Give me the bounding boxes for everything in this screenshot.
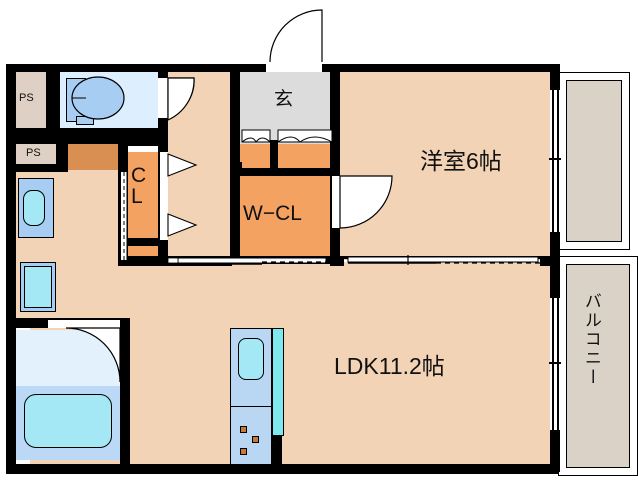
bathtub-fixture	[24, 394, 112, 448]
closet-cl-base	[128, 244, 158, 258]
wall-ldk-top-divider	[158, 256, 560, 259]
wall-toilet-right-bottom	[158, 118, 168, 138]
toilet-door-panel[interactable]	[160, 78, 170, 118]
wall-entry-left	[230, 64, 240, 170]
shoe-box-left	[240, 144, 272, 170]
wall-right-bedroom-lower	[550, 232, 560, 268]
wash-basin-bowl	[23, 190, 45, 226]
wall-shoebox-divider	[270, 140, 278, 170]
bedroom-window-alcove	[566, 80, 622, 242]
wall-right-bedroom-upper	[550, 64, 560, 90]
label-balcony: バルコニー	[581, 292, 601, 387]
wall-bedroom-left	[330, 64, 340, 264]
balcony-area	[566, 264, 630, 468]
entrance-door-panel[interactable]	[266, 62, 322, 72]
wall-cl-top	[118, 136, 168, 146]
closet-door-panel[interactable]	[160, 152, 168, 240]
wall-ps-lower-top	[16, 136, 168, 144]
wall-ps-lower-right	[56, 136, 68, 170]
ps-upper-shaft	[16, 70, 46, 128]
toilet-foot	[76, 116, 94, 125]
shoe-box-right	[276, 144, 334, 170]
closet-cl	[128, 152, 160, 240]
wall-toilet-left	[46, 64, 60, 136]
label-closet: C L	[131, 164, 147, 208]
kitchen-counter-strip	[272, 328, 284, 436]
balcony-window-mullion	[552, 298, 554, 430]
kitchen-divider-line	[230, 406, 272, 407]
wall-top-left	[14, 64, 266, 72]
label-ps-lower: PS	[26, 147, 41, 159]
wall-toilet-bottom	[16, 128, 168, 136]
stove-burner-3	[240, 448, 247, 455]
walkin-door-panel[interactable]	[332, 176, 340, 228]
balcony-window-mullion-2	[557, 298, 559, 430]
kitchen-counter-top	[68, 142, 120, 170]
balcony-window-handle	[549, 362, 561, 364]
wall-right-ldk-bottom	[550, 430, 560, 472]
wall-washroom-top	[16, 164, 68, 172]
wall-bottom-outer	[6, 464, 558, 474]
wall-bedroom-bottom-right	[540, 256, 560, 266]
closet-walk-in	[238, 176, 334, 256]
label-closet-c: C	[131, 164, 147, 187]
label-ldk: LDK11.2帖	[334, 353, 445, 379]
wall-right-ldk-top	[550, 262, 560, 298]
wall-bedroom-bottom-left	[330, 256, 344, 266]
stove-burner-1	[240, 426, 247, 433]
bedroom-window-mullion-2	[557, 90, 559, 232]
wall-left-outer	[6, 64, 16, 472]
washing-machine-inner	[24, 266, 52, 308]
wall-toilet-right-top	[158, 64, 168, 78]
bedroom-window-mullion	[552, 90, 554, 232]
label-ps-upper: PS	[19, 92, 34, 104]
label-entry: 玄	[274, 89, 294, 110]
wall-entry-bottom-left	[230, 162, 242, 170]
label-bedroom: 洋室6帖	[420, 148, 502, 174]
wall-top-right	[322, 64, 558, 72]
wall-cl-bottom	[118, 238, 168, 246]
bedroom-window-handle	[549, 158, 561, 160]
room-bath-dry	[16, 330, 120, 386]
wall-entry-bottom	[230, 168, 340, 176]
washroom-sliding-door[interactable]	[121, 172, 127, 260]
wall-wcl-left	[230, 168, 240, 264]
bedroom-window-outer-frame	[558, 72, 630, 250]
stove-burner-2	[252, 436, 259, 443]
kitchen-sink-fixture	[238, 338, 264, 380]
room-hallway	[160, 70, 240, 266]
bath-door-panel[interactable]	[48, 320, 120, 328]
kitchen-side-wall	[272, 436, 282, 468]
wall-bath-right	[120, 318, 130, 472]
label-walk-in-closet: W−CL	[243, 202, 302, 225]
wall-cl-base-bottom	[118, 256, 168, 266]
label-closet-l: L	[131, 184, 143, 208]
